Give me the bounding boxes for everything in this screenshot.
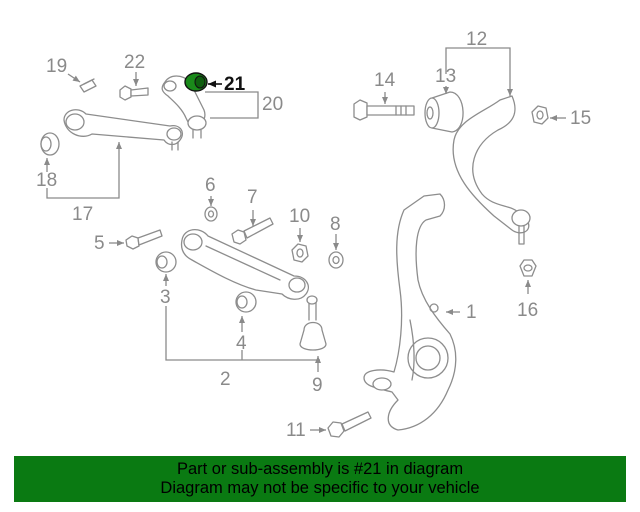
part-22-bolt [119,85,149,101]
part-17-upper-arm [63,109,184,151]
callout-19: 19 [46,56,67,77]
callout-2: 2 [220,369,231,390]
part-18-bushing [40,132,60,156]
part-20-upper-link [161,75,207,139]
part-21-bushing-highlighted [184,72,208,92]
callout-5: 5 [94,233,105,254]
callout-13: 13 [435,66,456,87]
callout-12: 12 [466,29,487,50]
part-1-steering-knuckle [363,193,457,431]
part-8-nut [328,251,344,269]
part-10-nut [291,243,309,263]
banner-line-2: Diagram may not be specific to your vehi… [160,479,480,497]
part-5-bolt [125,229,163,250]
part-6-nut [204,206,218,222]
callout-4: 4 [236,333,247,354]
callout-3: 3 [160,287,171,308]
callout-18: 18 [36,170,57,191]
callout-21-highlighted: 21 [224,74,246,95]
part-9-ball-joint [299,295,327,351]
part-11-bolt [327,411,372,438]
callout-14: 14 [374,70,396,91]
callout-8: 8 [330,214,341,235]
part-2-lower-arm [180,229,309,300]
part-19-bolt [79,78,97,93]
part-12-lower-arm [452,95,531,245]
callout-6: 6 [205,175,216,196]
part-13-bushing [424,91,464,133]
callout-1: 1 [466,302,477,323]
part-15-nut [531,105,549,125]
part-14-bolt [353,99,415,121]
part-16-nut [519,259,537,277]
callout-16: 16 [517,300,538,321]
callout-20-label: 20 [262,94,283,115]
callout-20: 22 [124,52,145,73]
callout-17: 17 [72,204,93,225]
callout-15: 15 [570,108,591,129]
part-7-bolt [231,217,274,245]
banner-line-1: Part or sub-assembly is #21 in diagram [176,460,464,478]
info-banner: Part or sub-assembly is #21 in diagram D… [14,456,626,502]
callout-7: 7 [247,187,258,208]
callout-10: 10 [289,206,310,227]
part-3-bushing [155,251,177,273]
part-4-bushing [235,291,257,313]
callout-9: 9 [312,375,323,396]
callout-11: 11 [286,420,306,441]
parts-diagram: 1 2 3 4 5 6 7 8 9 10 11 12 13 14 15 16 1… [36,29,591,441]
